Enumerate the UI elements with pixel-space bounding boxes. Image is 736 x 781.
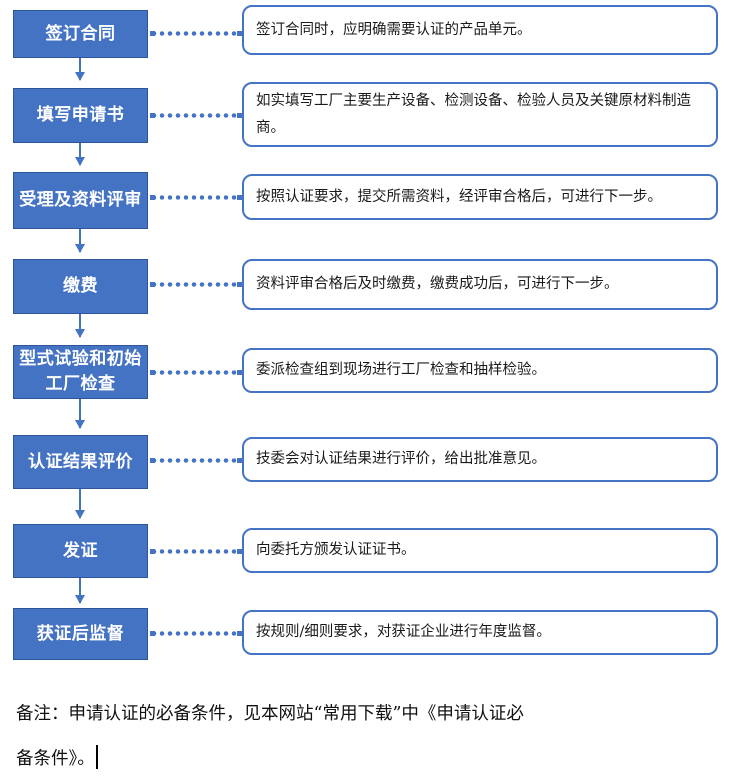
leader-line-3: [150, 195, 242, 200]
note-text-8: 按规则/细则要求，对获证企业进行年度监督。: [256, 624, 551, 640]
leader-cap-start-6: [150, 458, 155, 463]
leader-cap-start-2: [150, 113, 155, 118]
connector-arrow-6: [75, 489, 85, 519]
note-box-4: 资料评审合格后及时缴费，缴费成功后，可进行下一步。: [242, 259, 718, 310]
remark-line-2: 备条件》。: [16, 749, 95, 769]
note-box-1: 签订合同时，应明确需要认证的产品单元。: [242, 5, 718, 55]
note-text-2: 如实填写工厂主要生产设备、检测设备、检验人员及关键原材料制造商。: [256, 92, 691, 136]
step-label-3: 受理及资料评审: [19, 190, 142, 210]
connector-arrow-5: [75, 399, 85, 429]
step-label-5: 型式试验和初始工厂检查: [19, 349, 142, 394]
note-box-5: 委派检查组到现场进行工厂检查和抽样检验。: [242, 348, 718, 393]
leader-line-2: [150, 113, 242, 118]
step-label-4: 缴费: [63, 276, 98, 296]
note-text-4: 资料评审合格后及时缴费，缴费成功后，可进行下一步。: [256, 276, 619, 292]
note-box-8: 按规则/细则要求，对获证企业进行年度监督。: [242, 610, 718, 655]
leader-cap-end-4: [237, 282, 242, 287]
leader-cap-end-8: [237, 631, 242, 636]
step-box-6[interactable]: 认证结果评价: [13, 435, 148, 489]
step-box-5[interactable]: 型式试验和初始工厂检查: [13, 345, 148, 399]
leader-cap-start-5: [150, 370, 155, 375]
note-box-2: 如实填写工厂主要生产设备、检测设备、检验人员及关键原材料制造商。: [242, 82, 718, 147]
step-label-8: 获证后监督: [36, 623, 125, 644]
text-caret: [95, 745, 98, 769]
leader-cap-start-4: [150, 282, 155, 287]
leader-line-7: [150, 549, 242, 554]
step-box-4[interactable]: 缴费: [13, 259, 148, 314]
step-box-3[interactable]: 受理及资料评审: [13, 172, 148, 229]
leader-cap-start-1: [150, 31, 155, 36]
step-label-7: 发证: [63, 540, 98, 561]
connector-arrow-2: [75, 143, 85, 166]
step-label-6: 认证结果评价: [28, 451, 133, 472]
connector-arrow-3: [75, 229, 85, 253]
step-box-7[interactable]: 发证: [13, 524, 148, 578]
note-text-6: 技委会对认证结果进行评价，给出批准意见。: [256, 451, 546, 467]
step-label-2: 填写申请书: [36, 105, 125, 125]
note-text-5: 委派检查组到现场进行工厂检查和抽样检验。: [256, 362, 546, 378]
leader-cap-start-7: [150, 549, 155, 554]
connector-arrow-4: [75, 314, 85, 338]
leader-line-8: [150, 631, 242, 636]
remark-line-2-wrapper: 备条件》。: [16, 737, 716, 781]
leader-cap-end-6: [237, 458, 242, 463]
step-box-8[interactable]: 获证后监督: [13, 608, 148, 660]
leader-line-5: [150, 370, 242, 375]
step-box-2[interactable]: 填写申请书: [13, 88, 148, 143]
leader-cap-end-5: [237, 370, 242, 375]
step-label-1: 签订合同: [45, 23, 116, 44]
note-box-6: 技委会对认证结果进行评价，给出批准意见。: [242, 437, 718, 482]
remark-block: 备注：申请认证的必备条件，见本网站“常用下载”中《申请认证必 备条件》。: [16, 692, 716, 781]
leader-line-1: [150, 31, 242, 36]
connector-arrow-7: [75, 578, 85, 604]
leader-cap-end-3: [237, 195, 242, 200]
note-text-7: 向委托方颁发认证证书。: [256, 542, 416, 558]
leader-cap-start-3: [150, 195, 155, 200]
note-box-7: 向委托方颁发认证证书。: [242, 528, 718, 573]
note-text-3: 按照认证要求，提交所需资料，经评审合格后，可进行下一步。: [256, 188, 662, 205]
step-box-1[interactable]: 签订合同: [13, 10, 148, 58]
note-box-3: 按照认证要求，提交所需资料，经评审合格后，可进行下一步。: [242, 174, 718, 220]
note-text-1: 签订合同时，应明确需要认证的产品单元。: [256, 21, 532, 38]
connector-arrow-1: [75, 58, 85, 81]
leader-cap-end-1: [237, 31, 242, 36]
leader-cap-start-8: [150, 631, 155, 636]
leader-line-6: [150, 458, 242, 463]
leader-cap-end-7: [237, 549, 242, 554]
remark-line-1: 备注：申请认证的必备条件，见本网站“常用下载”中《申请认证必: [16, 704, 524, 724]
leader-cap-end-2: [237, 113, 242, 118]
leader-line-4: [150, 282, 242, 287]
